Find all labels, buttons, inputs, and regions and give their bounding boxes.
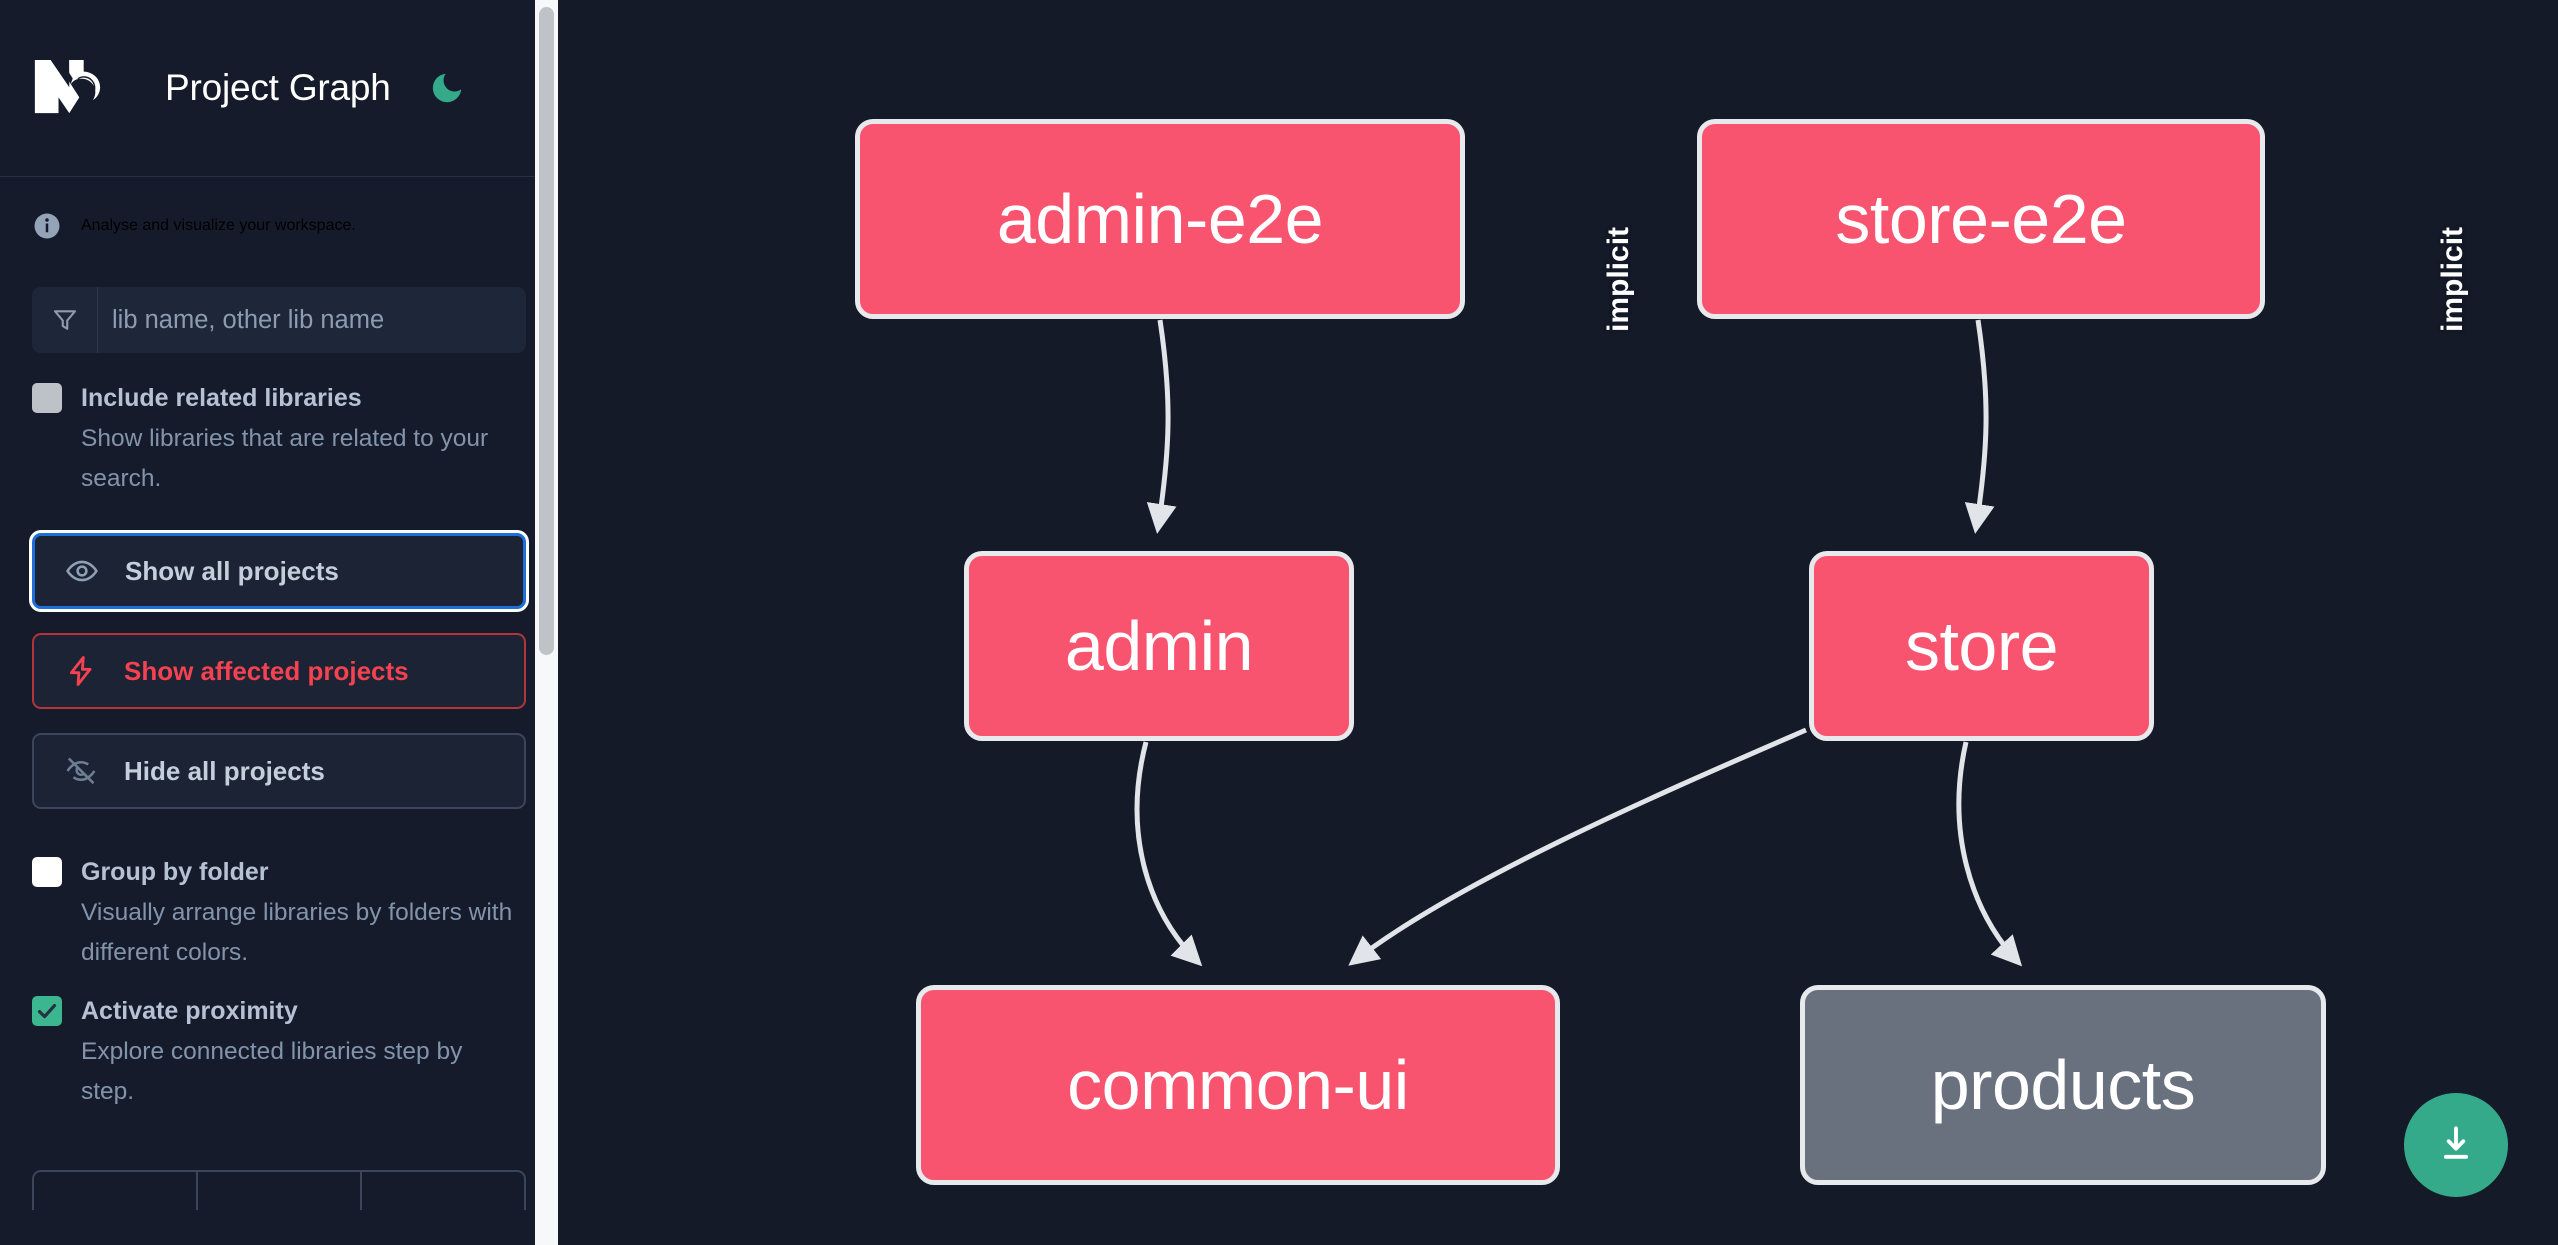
graph-node-store[interactable]: store: [1809, 551, 2154, 741]
checkbox-group-by-folder[interactable]: [32, 857, 62, 887]
sidebar-scrollbar[interactable]: [535, 0, 558, 1245]
node-label: products: [1930, 1046, 2196, 1124]
graph-node-admin[interactable]: admin: [964, 551, 1354, 741]
node-label: store-e2e: [1835, 180, 2127, 258]
show-affected-projects-label: Show affected projects: [124, 655, 409, 686]
sidebar-content: Project Graph Analyse and visualize yo: [0, 0, 558, 1245]
option-group-by-folder[interactable]: Group by folder Visually arrange librari…: [0, 809, 558, 973]
edge-label-text: implicit: [2436, 226, 2469, 332]
download-icon: [2434, 1122, 2478, 1169]
checkbox-include-related-libraries[interactable]: [32, 383, 62, 413]
sidebar-scrollbar-thumb[interactable]: [539, 7, 554, 655]
segment-option-1[interactable]: [34, 1172, 196, 1210]
lightning-bolt-icon: [60, 650, 102, 692]
info-circle-icon: [32, 211, 62, 241]
graph-canvas[interactable]: implicit implicit admin-e2e store-e2e ad…: [558, 0, 2558, 1245]
show-affected-projects-button[interactable]: Show affected projects: [32, 633, 526, 709]
option-title: Group by folder: [81, 858, 269, 886]
edge-label-admin-implicit: implicit: [1602, 227, 1636, 332]
show-all-projects-label: Show all projects: [125, 555, 339, 586]
proximity-segmented-control[interactable]: [32, 1170, 526, 1210]
graph-node-products[interactable]: products: [1800, 985, 2326, 1185]
checkbox-activate-proximity[interactable]: [32, 996, 62, 1026]
search-field[interactable]: [32, 287, 526, 353]
option-activate-proximity[interactable]: Activate proximity Explore connected lib…: [0, 973, 558, 1112]
graph-edges: [1134, 319, 2023, 967]
option-description: Show libraries that are related to your …: [81, 425, 489, 492]
graph-node-store-e2e[interactable]: store-e2e: [1697, 119, 2265, 319]
option-description: Visually arrange libraries by folders wi…: [81, 899, 513, 966]
option-title: Include related libraries: [81, 384, 362, 412]
workspace-info-text: Analyse and visualize your workspace.: [81, 217, 356, 234]
filter-funnel-icon: [32, 287, 98, 353]
node-label: common-ui: [1067, 1046, 1409, 1124]
edge-admin-to-common-ui: [1134, 741, 1203, 967]
segment-option-2[interactable]: [196, 1172, 360, 1210]
sidebar-header: Project Graph: [0, 0, 558, 177]
option-include-related-libraries[interactable]: Include related libraries Show libraries…: [0, 353, 558, 499]
hide-all-projects-label: Hide all projects: [124, 755, 325, 786]
workspace-info: Analyse and visualize your workspace. .s…: [0, 177, 558, 241]
page-title: Project Graph: [165, 67, 391, 108]
edge-store-to-common-ui: [1348, 727, 1807, 966]
eye-off-icon: [60, 750, 102, 792]
eye-icon: [61, 550, 103, 592]
moon-icon[interactable]: [425, 66, 469, 110]
show-all-projects-button[interactable]: Show all projects: [32, 533, 526, 609]
option-title: Activate proximity: [81, 997, 298, 1025]
edge-store-e2e-to-store: [1964, 319, 1995, 534]
download-graph-button[interactable]: [2404, 1093, 2508, 1197]
graph-node-common-ui[interactable]: common-ui: [916, 985, 1560, 1185]
graph-node-admin-e2e[interactable]: admin-e2e: [855, 119, 1465, 319]
sidebar: Project Graph Analyse and visualize yo: [0, 0, 558, 1245]
nx-logo-icon: [32, 55, 118, 121]
search-input[interactable]: [98, 287, 526, 353]
hide-all-projects-button[interactable]: Hide all projects: [32, 733, 526, 809]
edge-store-to-products: [1956, 741, 2023, 967]
option-description: Explore connected libraries step by step…: [81, 1038, 463, 1105]
edge-label-store-implicit: implicit: [2436, 227, 2470, 332]
node-label: admin: [1064, 607, 1254, 685]
node-label: store: [1904, 607, 2059, 685]
visibility-button-group: Show all projects Show affected projects: [0, 499, 558, 809]
edge-admin-e2e-to-admin: [1146, 319, 1177, 534]
segment-option-3[interactable]: [360, 1172, 524, 1210]
node-label: admin-e2e: [996, 180, 1324, 258]
edge-label-text: implicit: [1602, 226, 1635, 332]
